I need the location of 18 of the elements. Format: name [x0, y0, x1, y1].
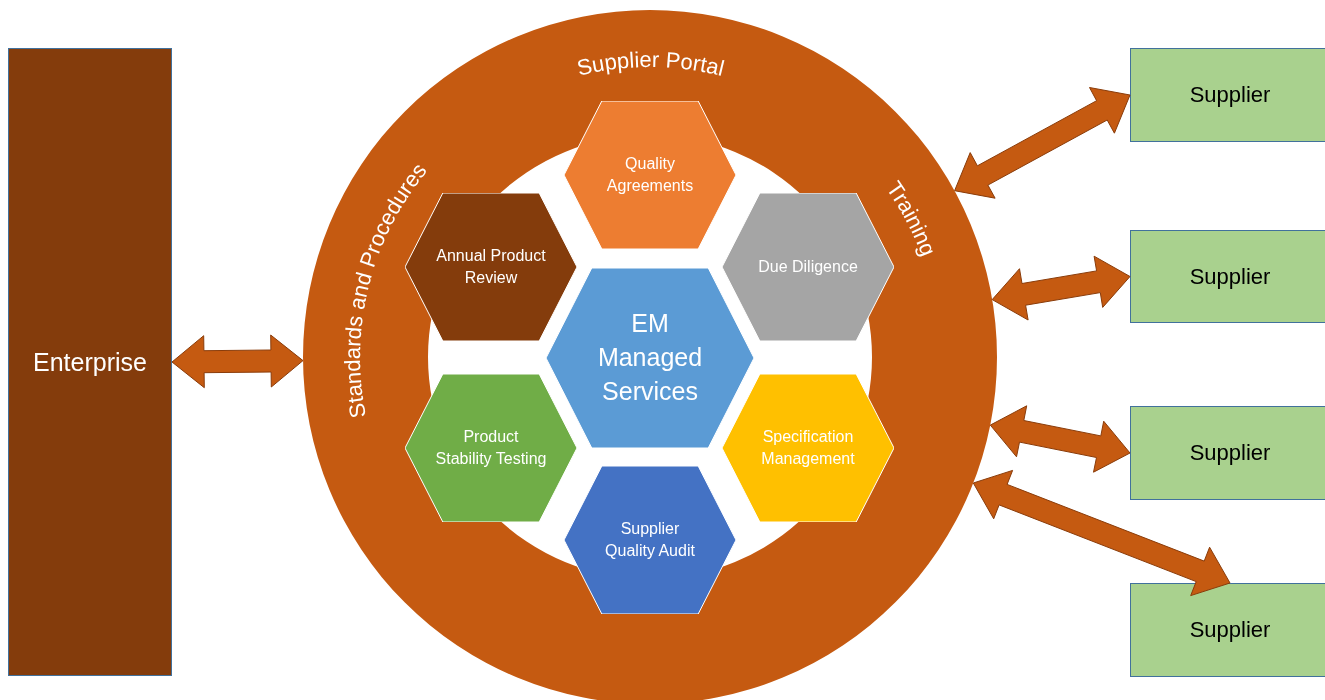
double-arrow — [991, 255, 1131, 321]
supplier-box: Supplier — [1130, 583, 1325, 677]
double-arrow — [954, 87, 1131, 199]
enterprise-block: Enterprise — [8, 48, 172, 676]
ring-label: Supplier Portal — [574, 46, 727, 81]
supplier-box: Supplier — [1130, 230, 1325, 323]
service-label: EM Managed Services — [596, 308, 704, 407]
double-arrow — [171, 334, 304, 389]
service-label: Product Stability Testing — [435, 427, 547, 469]
service-label: Due Diligence — [758, 257, 858, 278]
double-arrow — [972, 469, 1231, 597]
service-label: Quality Agreements — [605, 154, 695, 196]
service-label: Annual Product Review — [435, 246, 547, 288]
supplier-box: Supplier — [1130, 406, 1325, 500]
service-label: Specification Management — [760, 427, 856, 469]
supplier-box: Supplier — [1130, 48, 1325, 142]
service-label: Supplier Quality Audit — [604, 519, 696, 561]
double-arrow — [989, 405, 1131, 473]
